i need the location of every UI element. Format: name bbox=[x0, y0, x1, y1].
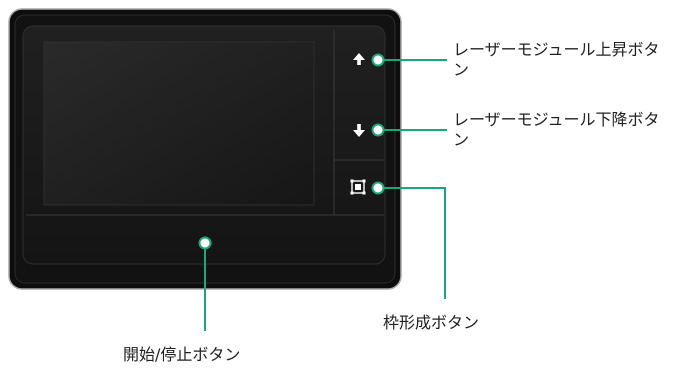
display-screen bbox=[43, 41, 315, 206]
callout-markers bbox=[198, 53, 385, 250]
leader-lines bbox=[204, 59, 447, 331]
marker-down bbox=[371, 123, 385, 137]
start-stop-label: 開始/停止ボタン bbox=[123, 345, 241, 364]
frame-button-label: 枠形成ボタン bbox=[383, 313, 480, 332]
laser-up-button[interactable] bbox=[335, 31, 384, 159]
arrow-up-icon bbox=[353, 53, 365, 65]
laser-down-label: レーザーモジュール下降ボタン bbox=[453, 110, 660, 149]
marker-frame bbox=[371, 181, 385, 195]
frame-icon bbox=[350, 179, 366, 195]
marker-up bbox=[371, 53, 385, 67]
leader-line-frame bbox=[378, 187, 446, 299]
marker-start bbox=[198, 236, 212, 250]
frame-button[interactable] bbox=[335, 161, 384, 214]
laser-down-button[interactable] bbox=[353, 124, 365, 137]
arrow-down-icon bbox=[353, 124, 365, 137]
laser-up-label: レーザーモジュール上昇ボタン bbox=[453, 40, 660, 79]
